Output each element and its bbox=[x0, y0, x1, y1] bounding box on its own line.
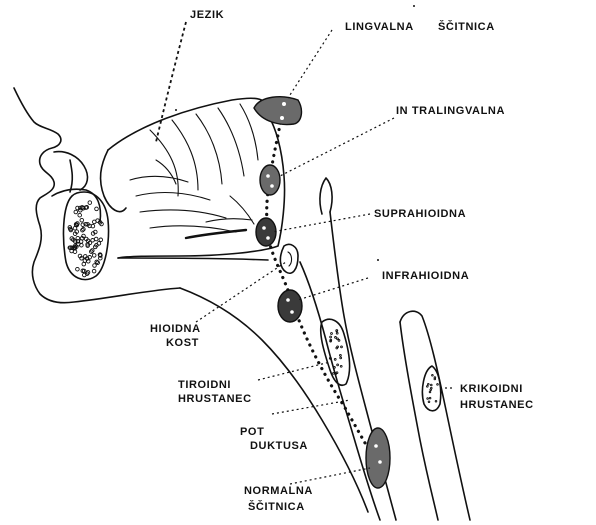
stipple-dot bbox=[434, 377, 436, 379]
stipple-dot bbox=[429, 391, 431, 393]
stipple-dot bbox=[78, 213, 82, 217]
stipple-dot bbox=[334, 367, 336, 369]
stipple-dot bbox=[80, 218, 84, 222]
stray-dot bbox=[413, 5, 415, 7]
label-tiroidni: TIROIDNI bbox=[178, 378, 231, 392]
stipple-dot bbox=[430, 389, 432, 391]
stipple-dot bbox=[95, 207, 99, 211]
hyoid-bone-inner bbox=[288, 252, 292, 266]
stipple-dot bbox=[336, 332, 338, 334]
stipple-dot bbox=[435, 400, 437, 402]
stipple-dot bbox=[337, 364, 339, 366]
normal-thyroid bbox=[366, 428, 390, 488]
label-intralingvalna: IN TRALINGVALNA bbox=[396, 104, 505, 118]
cricoid-stipple bbox=[427, 374, 439, 402]
stipple-dot bbox=[432, 374, 434, 376]
label-normalna: NORMALNA bbox=[244, 484, 313, 498]
label-hrustanec-tiroidni: HRUSTANEC bbox=[178, 392, 252, 406]
stipple-dot bbox=[92, 269, 96, 273]
suprahyoid-thyroid bbox=[256, 218, 276, 246]
stipple-dot bbox=[331, 333, 333, 335]
stipple-dot bbox=[340, 354, 342, 356]
stipple-dot bbox=[333, 372, 335, 374]
stray-dot bbox=[377, 259, 379, 261]
stipple-dot bbox=[428, 383, 430, 385]
stipple-dot bbox=[338, 340, 340, 342]
mandible-marrow bbox=[68, 201, 103, 277]
intralingual-thyroid bbox=[260, 165, 280, 195]
hyoid-bone bbox=[280, 244, 298, 273]
stipple-dot bbox=[427, 398, 429, 400]
stipple-dot bbox=[341, 346, 343, 348]
stipple-dot bbox=[74, 210, 78, 214]
label-lingvalna: LINGVALNA bbox=[345, 20, 414, 34]
label-hioidna: HIOIDNA bbox=[150, 322, 201, 336]
label-suprahioidna: SUPRAHIOIDNA bbox=[374, 207, 466, 221]
stipple-dot bbox=[334, 359, 336, 361]
stipple-dot bbox=[93, 220, 97, 224]
epiglottis bbox=[320, 178, 332, 214]
label-scitnica-bottom: ŠČITNICA bbox=[248, 500, 305, 514]
stipple-dot bbox=[427, 386, 429, 388]
stipple-dot bbox=[429, 397, 431, 399]
leader-lines bbox=[156, 22, 452, 484]
label-jezik: JEZIK bbox=[190, 8, 224, 22]
stipple-dot bbox=[94, 237, 98, 241]
stipple-dot bbox=[330, 336, 332, 338]
label-duktusa: DUKTUSA bbox=[250, 439, 308, 453]
mandible-outline bbox=[64, 192, 109, 280]
stipple-dot bbox=[336, 330, 338, 332]
stipple-dot bbox=[99, 238, 103, 242]
label-pot: POT bbox=[240, 425, 264, 439]
tongue-lower-curve bbox=[101, 150, 126, 212]
label-krikoidni: KRIKOIDNI bbox=[460, 382, 523, 396]
stipple-dot bbox=[437, 384, 439, 386]
hyoid-floor-line bbox=[118, 258, 268, 260]
stipple-dot bbox=[93, 264, 97, 268]
label-infrahioidna: INFRAHIOIDNA bbox=[382, 269, 469, 283]
stipple-dot bbox=[337, 346, 339, 348]
stray-dot bbox=[175, 109, 177, 111]
esophagus-outline bbox=[400, 311, 470, 520]
label-kost: KOST bbox=[166, 336, 199, 350]
face-profile bbox=[14, 88, 180, 303]
label-scitnica-top: ŠČITNICA bbox=[438, 20, 495, 34]
stipple-dot bbox=[92, 254, 96, 258]
upper-lip bbox=[54, 152, 87, 190]
infrahyoid-thyroid bbox=[278, 290, 302, 322]
stipple-dot bbox=[428, 401, 430, 403]
stipple-dot bbox=[431, 384, 433, 386]
stipple-dot bbox=[88, 201, 92, 205]
tongue-fibers bbox=[130, 104, 258, 238]
stipple-dot bbox=[335, 337, 337, 339]
stipple-dot bbox=[83, 259, 87, 263]
stipple-dot bbox=[76, 267, 80, 271]
airway-back-wall bbox=[300, 262, 380, 520]
upper-tooth bbox=[70, 160, 72, 192]
stipple-dot bbox=[96, 261, 100, 265]
label-hrustanec-krikoidni: HRUSTANEC bbox=[460, 398, 534, 412]
thyroid-cartilage-stipple bbox=[329, 330, 342, 375]
stipple-dot bbox=[340, 357, 342, 359]
stipple-dot bbox=[340, 365, 342, 367]
lingual-thyroid bbox=[254, 97, 301, 125]
